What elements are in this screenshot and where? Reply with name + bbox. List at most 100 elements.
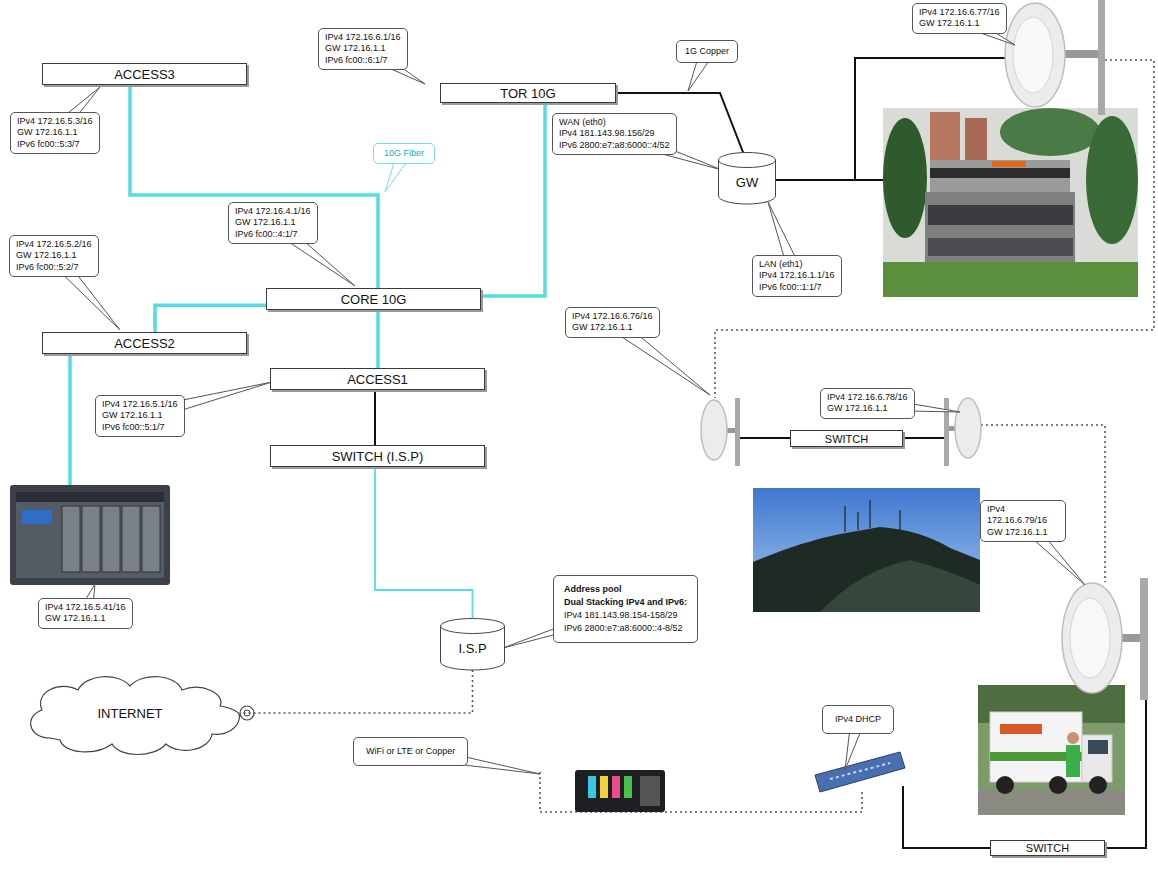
link-callout: 10G Fiber: [373, 143, 435, 164]
address-callout: IPv4 172.16.6.77/16GW 172.16.1.1: [912, 3, 1007, 34]
address-callout: IPv4 172.16.5.2/16GW 172.16.1.1IPv6 fc00…: [9, 235, 99, 277]
dhcp-router: [815, 752, 905, 792]
fiber-link: [481, 103, 545, 296]
copper-link: [374, 390, 376, 445]
callout-text: IPv4 172.16.6.78/16: [827, 392, 908, 403]
address-callout: IPv4 172.16.6.78/16GW 172.16.1.1: [820, 388, 915, 419]
node-label: SWITCH: [825, 433, 868, 445]
antenna-pole: [1098, 0, 1105, 115]
building-photo: [1086, 116, 1138, 244]
internet-cloud: INTERNET: [20, 668, 240, 758]
callout-text: IPv6 fc00::5:3/7: [17, 139, 93, 150]
callout-text: GW 172.16.1.1: [572, 322, 653, 333]
truck-photo: [996, 776, 1014, 794]
building-photo: [930, 168, 1070, 178]
callout-text: WiFi or LTE or Copper: [366, 746, 455, 757]
address-callout: IPv4 172.16.4.1/16GW 172.16.1.1IPv6 fc00…: [228, 202, 318, 244]
callout-text: LAN (eth1): [759, 259, 835, 270]
callout-text: Dual Stacking IPv4 and IPv6:: [564, 596, 687, 609]
truck-photo: [1049, 776, 1067, 794]
note-callout: IPv4 DHCP: [822, 705, 894, 734]
server-bay: [142, 506, 160, 572]
server-bay: [102, 506, 120, 572]
callout-text: GW 172.16.1.1: [235, 217, 311, 228]
address-callout: IPv4 172.16.5.3/16GW 172.16.1.1IPv6 fc00…: [10, 112, 100, 154]
callout-text: IPv4 172.16.6.76/16: [572, 311, 653, 322]
encoder-device: [612, 776, 620, 798]
switch-box: CORE 10G: [266, 288, 481, 310]
address-callout: IPv4 172.16.5.41/16GW 172.16.1.1: [38, 598, 133, 629]
truck-photo: [978, 790, 1125, 815]
antenna-dish: [1070, 598, 1110, 678]
antenna-mount: [1065, 50, 1098, 58]
address-callout: IPv4 172.16.5.1/16GW 172.16.1.1IPv6 fc00…: [95, 395, 185, 437]
server-bay: [122, 506, 140, 572]
building-photo: [928, 205, 1073, 225]
switch-box: ACCESS1: [270, 368, 485, 390]
mountain-photo: [753, 488, 980, 612]
wireless-link: [715, 60, 1154, 398]
address-callout: LAN (eth1)IPv4 172.16.1.1/16IPv6 fc00::1…: [752, 255, 842, 297]
copper-wire: [903, 786, 990, 848]
encoder-device: [588, 776, 596, 798]
truck-photo: [1082, 735, 1112, 782]
building-photo: [883, 118, 927, 238]
switch-box: ACCESS2: [42, 332, 247, 354]
callout-text: GW 172.16.1.1: [919, 18, 1000, 29]
copper-wire: [903, 430, 946, 438]
antenna-dish: [1062, 583, 1122, 693]
node-label: SWITCH (I.S.P): [332, 449, 424, 464]
mountain-photo: [753, 527, 980, 612]
callout-text: IPv4 172.16.5.2/16: [16, 239, 92, 250]
encoder-device: [600, 776, 608, 798]
callout-text: IPv6 fc00::4:1/7: [235, 229, 311, 240]
address-callout: IPv4 172.16.6.1/16GW 172.16.1.1IPv6 fc00…: [318, 28, 408, 70]
callout-text: IPv4 172.16.5.41/16: [45, 602, 126, 613]
callout-text: IPv4 172.16.6.79/16: [987, 504, 1059, 527]
callout-text: GW 172.16.1.1: [45, 613, 126, 624]
building-photo: [883, 108, 1138, 297]
copper-wire: [855, 179, 883, 181]
encoder-device: [575, 770, 665, 812]
truck-photo: [978, 685, 1125, 815]
dhcp-router: [830, 763, 890, 779]
antenna-pole: [735, 398, 740, 466]
address-callout: IPv4 172.16.6.76/16GW 172.16.1.1: [565, 307, 660, 338]
antenna-pole: [944, 398, 949, 466]
callout-text: IPv6 fc00::1:1/7: [759, 282, 835, 293]
note-callout: WiFi or LTE or Copper: [353, 737, 468, 766]
building-photo: [1000, 108, 1100, 156]
callout-text: WAN (eth0): [559, 117, 670, 128]
callout-text: 10G Fiber: [384, 148, 424, 159]
building-photo: [992, 161, 1026, 167]
callout-text: IPv4 172.16.6.1/16: [325, 32, 401, 43]
callout-text: IPv6 2800:e7:a8:6000::4/52: [559, 140, 670, 151]
callout-text: IPv4 172.16.1.1/16: [759, 270, 835, 281]
callout-text: GW 172.16.1.1: [987, 527, 1059, 538]
server-chassis: [22, 510, 52, 524]
callout-tails: [49, 12, 1085, 774]
encoder-device: [640, 776, 660, 806]
server-chassis: [10, 485, 170, 585]
node-label: SWITCH: [1026, 842, 1069, 854]
cloud-shape: [31, 677, 240, 755]
switch-box: SWITCH: [990, 840, 1105, 856]
link-callout: 1G Copper: [676, 40, 738, 63]
callout-text: 1G Copper: [685, 46, 729, 57]
callout-text: IPv6 fc00::6:1/7: [325, 55, 401, 66]
callout-text: IPv4 172.16.5.3/16: [17, 116, 93, 127]
address-pool-callout: Address poolDual Stacking IPv4 and IPv6:…: [553, 575, 698, 643]
antenna-dish: [955, 398, 981, 458]
cylinder-top: [441, 619, 505, 634]
server-chassis: [16, 492, 164, 502]
node-label: I.S.P: [458, 641, 486, 656]
switch-box: ACCESS3: [42, 63, 247, 85]
callout-text: GW 172.16.1.1: [325, 43, 401, 54]
truck-photo: [1000, 724, 1042, 734]
internet-port: [240, 706, 254, 720]
building-photo: [930, 160, 1070, 192]
building-photo: [883, 262, 1138, 297]
callout-text: GW 172.16.1.1: [102, 410, 178, 421]
address-callout: IPv4 172.16.6.79/16GW 172.16.1.1: [980, 500, 1066, 542]
